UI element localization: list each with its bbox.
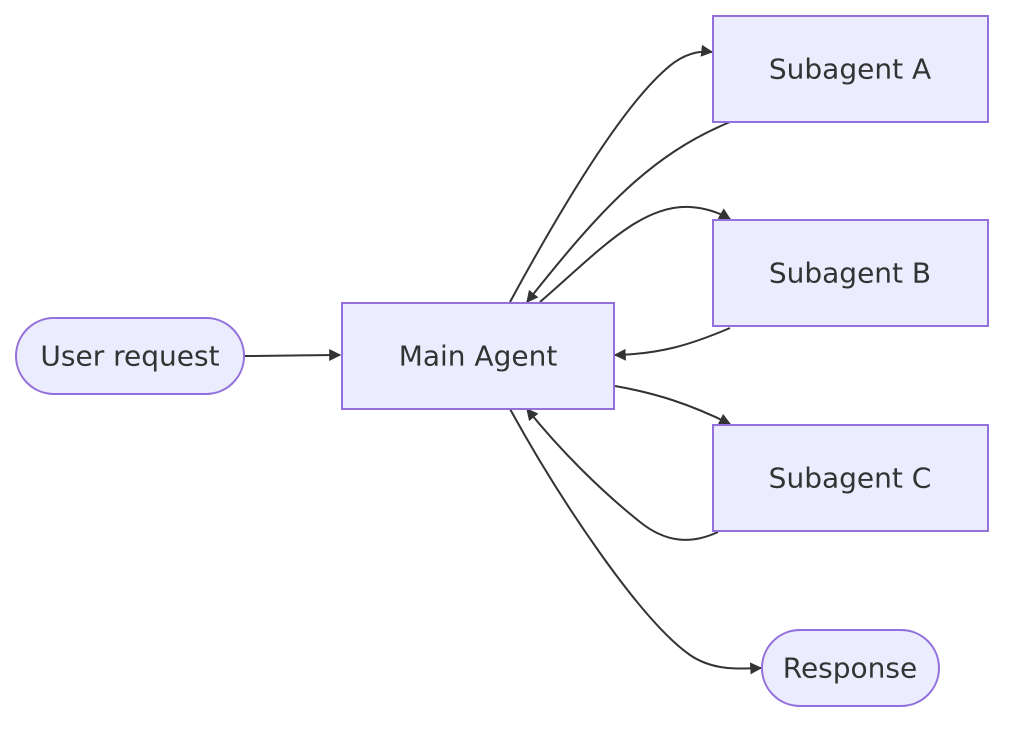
user-request-shape — [15, 317, 245, 395]
user-request-label: User request — [40, 340, 219, 373]
node-main-agent: Main Agent — [341, 302, 615, 410]
subagent-a-shape — [712, 15, 989, 123]
node-user-request: User request — [15, 317, 245, 395]
response-shape — [761, 629, 940, 707]
response-label: Response — [783, 652, 917, 685]
subagent-b-shape — [712, 219, 989, 327]
edge-main-agent-to-subagent-a — [509, 44, 714, 303]
subagent-c-shape — [712, 424, 989, 532]
edge-subagent-c-to-main-agent — [526, 408, 719, 541]
edge-main-agent-to-subagent-b — [539, 205, 732, 303]
subagent-b-label: Subagent B — [769, 257, 931, 290]
node-response: Response — [761, 629, 940, 707]
edge-subagent-a-to-main-agent — [526, 121, 731, 303]
node-subagent-b: Subagent B — [712, 219, 989, 327]
subagent-a-label: Subagent A — [769, 53, 931, 86]
edges — [243, 44, 763, 675]
edge-user-request-to-main-agent — [243, 349, 342, 362]
edge-main-agent-to-subagent-c — [614, 385, 732, 425]
main-agent-shape — [341, 302, 615, 410]
node-subagent-a: Subagent A — [712, 15, 989, 123]
subagent-c-label: Subagent C — [769, 462, 932, 495]
node-subagent-c: Subagent C — [712, 424, 989, 532]
edge-main-agent-to-response — [509, 408, 763, 675]
edge-subagent-b-to-main-agent — [613, 327, 731, 361]
main-agent-label: Main Agent — [399, 340, 558, 373]
